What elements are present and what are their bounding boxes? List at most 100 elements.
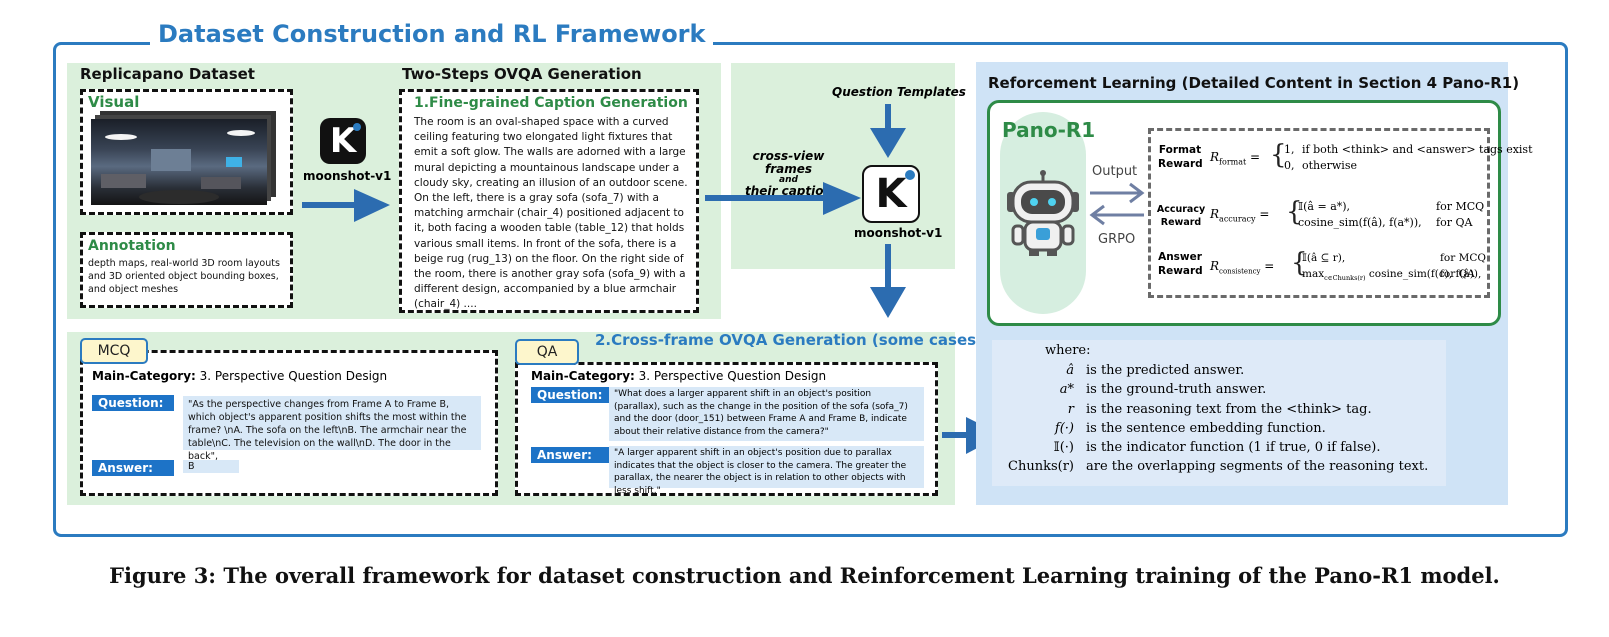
answer-case1-val: 𝕀(â ⊆ r),	[1302, 252, 1346, 264]
where-desc: is the predicted answer.	[1086, 363, 1245, 378]
arrow-down-icon-2	[870, 244, 906, 318]
qa-main-cat-value: 3. Perspective Question Design	[638, 369, 827, 383]
where-sym: r	[1067, 401, 1074, 417]
where-sym: f(·)	[1054, 420, 1074, 436]
qa-question-label: Question:	[531, 387, 609, 403]
accuracy-case1-cond: for MCQ	[1436, 200, 1485, 213]
where-row: 𝕀(·)is the indicator function (1 if true…	[996, 438, 1428, 457]
answer-max-sub: c∈Chunks(r)	[1324, 274, 1366, 283]
format-case2-val: 0,	[1284, 159, 1295, 172]
accuracy-reward-l2: Reward	[1160, 217, 1202, 228]
answer-reward-label: Answer Reward	[1158, 250, 1203, 278]
answer-case-2: maxc∈Chunks(r) cosine_sim(f(c), f(â)),fo…	[1302, 266, 1486, 286]
cross-view-line-2: and	[779, 175, 798, 185]
where-desc: is the reasoning text from the <think> t…	[1086, 401, 1372, 417]
output-label: Output	[1092, 164, 1138, 179]
moonshot-label-1: moonshot-v1	[303, 169, 392, 183]
template-panel	[731, 63, 955, 269]
accuracy-case-1: 𝕀(â = a*), for MCQ	[1298, 199, 1484, 215]
where-row: r is the reasoning text from the <think> …	[996, 400, 1428, 419]
format-case-1: 1, if both <think> and <answer> tags exis…	[1284, 142, 1533, 158]
moonshot-logo-icon: K	[320, 118, 366, 164]
format-reward-lhs: Rformat =	[1210, 150, 1261, 167]
where-row: f(·)is the sentence embedding function.	[996, 419, 1428, 438]
where-box	[992, 340, 1446, 486]
answer-reward-lhs: Rconsistency =	[1210, 259, 1275, 276]
annotation-box	[80, 232, 293, 308]
rl-title: Reforcement Learning (Detailed Content i…	[988, 74, 1520, 92]
panorama-image	[91, 119, 267, 205]
format-case-2: 0, otherwise	[1284, 158, 1533, 174]
moonshot-logo-icon-2: K	[862, 165, 920, 223]
output-arrow-icon	[1089, 182, 1145, 226]
answer-case1-cond: for MCQ	[1440, 252, 1486, 264]
annotation-label: Annotation	[88, 238, 176, 254]
framework-border	[53, 42, 1568, 537]
grpo-label: GRPO	[1098, 232, 1136, 247]
qa-question-text: "What does a larger apparent shift in an…	[609, 387, 924, 441]
accuracy-case2-val: cosine_sim(f(â), f(a*)),	[1298, 216, 1422, 229]
arrow-down-icon	[870, 104, 906, 158]
mcq-question-text: "As the perspective changes from Frame A…	[183, 396, 481, 462]
format-sub: format	[1219, 157, 1247, 167]
format-case2-cond: otherwise	[1302, 159, 1357, 172]
replica-title: Replicapano Dataset	[80, 65, 255, 83]
question-templates-label: Question Templates	[832, 85, 966, 99]
arrow-right-icon	[302, 189, 390, 222]
answer-case2-cond: for QA	[1440, 268, 1475, 280]
format-r: R	[1210, 150, 1220, 164]
where-sym: â	[1066, 363, 1074, 378]
accuracy-cases: 𝕀(â = a*), for MCQ cosine_sim(f(â), f(a*)…	[1298, 199, 1484, 231]
format-case1-cond: if both <think> and <answer> tags exist	[1302, 143, 1533, 156]
mcq-question-label: Question:	[92, 395, 174, 411]
format-case1-val: 1,	[1284, 143, 1295, 156]
answer-max: max	[1302, 268, 1325, 280]
mcq-main-category: Main-Category: 3. Perspective Question D…	[92, 369, 387, 383]
accuracy-case-2: cosine_sim(f(â), f(a*)),for QA	[1298, 215, 1484, 231]
where-desc: is the indicator function (1 if true, 0 …	[1086, 440, 1381, 456]
pano-r1-name: Pano-R1	[1002, 118, 1096, 142]
format-reward-l1: Format	[1158, 144, 1202, 156]
annotation-text: depth maps, real-world 3D room layouts a…	[88, 258, 280, 295]
mcq-main-cat-value: 3. Perspective Question Design	[199, 369, 388, 383]
answer-brace: {	[1291, 248, 1308, 278]
where-row: Chunks(r) are the overlapping segments of…	[996, 457, 1428, 476]
mcq-main-cat-label: Main-Category:	[92, 369, 196, 383]
visual-label: Visual	[88, 93, 140, 111]
where-desc: are the overlapping segments of the reas…	[1086, 459, 1429, 475]
answer-reward-l2: Reward	[1158, 265, 1203, 277]
cross-view-label: cross-view frames and their caption	[731, 150, 846, 198]
caption-text: The room is an oval-shaped space with a …	[414, 116, 688, 311]
caption-title: 1.Fine-grained Caption Generation	[414, 95, 688, 111]
cross-frame-title: 2.Cross-frame OVQA Generation (some case…	[595, 331, 983, 349]
where-heading: where:	[1045, 343, 1091, 358]
format-reward-l2: Reward	[1158, 158, 1203, 170]
accuracy-reward-lhs: Raccuracy =	[1210, 207, 1270, 224]
answer-reward-l1: Answer	[1158, 251, 1202, 263]
where-sym: Chunks(r)	[1008, 459, 1074, 475]
cross-view-line-1: cross-view frames	[752, 149, 825, 176]
accuracy-brace: {	[1286, 197, 1303, 227]
qa-main-cat-label: Main-Category:	[531, 369, 635, 383]
accuracy-reward-l1: Accuracy	[1156, 204, 1206, 215]
mcq-tag: MCQ	[80, 338, 148, 364]
accuracy-case1-val: 𝕀(â = a*),	[1298, 200, 1351, 213]
qa-answer-text: "A larger apparent shift in an object's …	[609, 446, 924, 496]
cross-view-line-3: their caption	[744, 184, 833, 198]
qa-tag: QA	[515, 339, 579, 365]
rewards-box	[1148, 128, 1490, 298]
mcq-answer-label: Answer:	[92, 460, 174, 476]
format-reward-label: Format Reward	[1158, 143, 1203, 171]
accuracy-reward-label: Accuracy Reward	[1156, 203, 1206, 229]
accuracy-sub: accuracy	[1219, 214, 1256, 224]
where-list: â is the predicted answer. a* is the groun…	[996, 361, 1428, 477]
format-brace: {	[1270, 140, 1287, 170]
ovqa-title: Two-Steps OVQA Generation	[402, 65, 642, 83]
format-cases: 1, if both <think> and <answer> tags exis…	[1284, 142, 1533, 174]
qa-main-category: Main-Category: 3. Perspective Question D…	[531, 369, 826, 383]
answer-sub: consistency	[1219, 267, 1261, 276]
figure-caption: Figure 3: The overall framework for data…	[109, 563, 1500, 588]
answer-case-1: 𝕀(â ⊆ r), for MCQ	[1302, 250, 1486, 266]
where-sym: a*	[1059, 382, 1074, 398]
where-desc: is the ground-truth answer.	[1086, 382, 1267, 398]
